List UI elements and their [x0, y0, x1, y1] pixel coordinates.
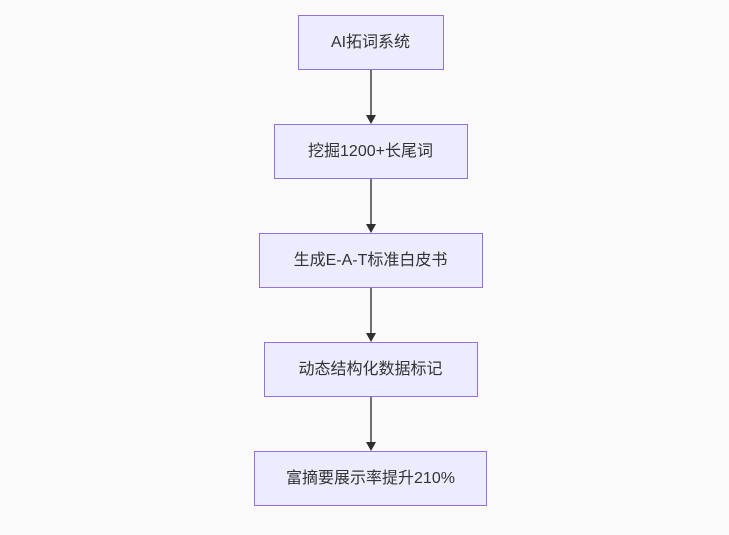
flow-node-label: 生成E-A-T标准白皮书 — [293, 251, 448, 269]
arrowhead-down-icon — [365, 224, 376, 233]
flow-arrow-down — [365, 288, 376, 342]
flow-node-structured-data: 动态结构化数据标记 — [263, 342, 478, 397]
flow-arrow-down — [365, 397, 376, 451]
flow-arrow-down — [365, 70, 376, 124]
flow-node-longtail-mining: 挖掘1200+长尾词 — [273, 124, 468, 179]
arrow-line — [369, 70, 372, 115]
flow-node-ai-word-system: AI拓词系统 — [297, 15, 444, 70]
flow-node-label: 挖掘1200+长尾词 — [308, 142, 433, 160]
flow-node-label: 动态结构化数据标记 — [298, 360, 443, 378]
arrowhead-down-icon — [365, 115, 376, 124]
flow-node-label: 富摘要展示率提升210% — [286, 469, 455, 487]
arrow-line — [369, 397, 372, 442]
arrowhead-down-icon — [365, 442, 376, 451]
flow-node-rich-snippet-result: 富摘要展示率提升210% — [254, 451, 487, 506]
flow-node-label: AI拓词系统 — [330, 33, 411, 51]
arrow-line — [369, 179, 372, 224]
flow-arrow-down — [365, 179, 376, 233]
flow-node-eat-whitepaper: 生成E-A-T标准白皮书 — [258, 233, 483, 288]
arrowhead-down-icon — [365, 333, 376, 342]
flowchart: AI拓词系统 挖掘1200+长尾词 生成E-A-T标准白皮书 动态结构化数据标记… — [254, 0, 487, 506]
arrow-line — [369, 288, 372, 333]
